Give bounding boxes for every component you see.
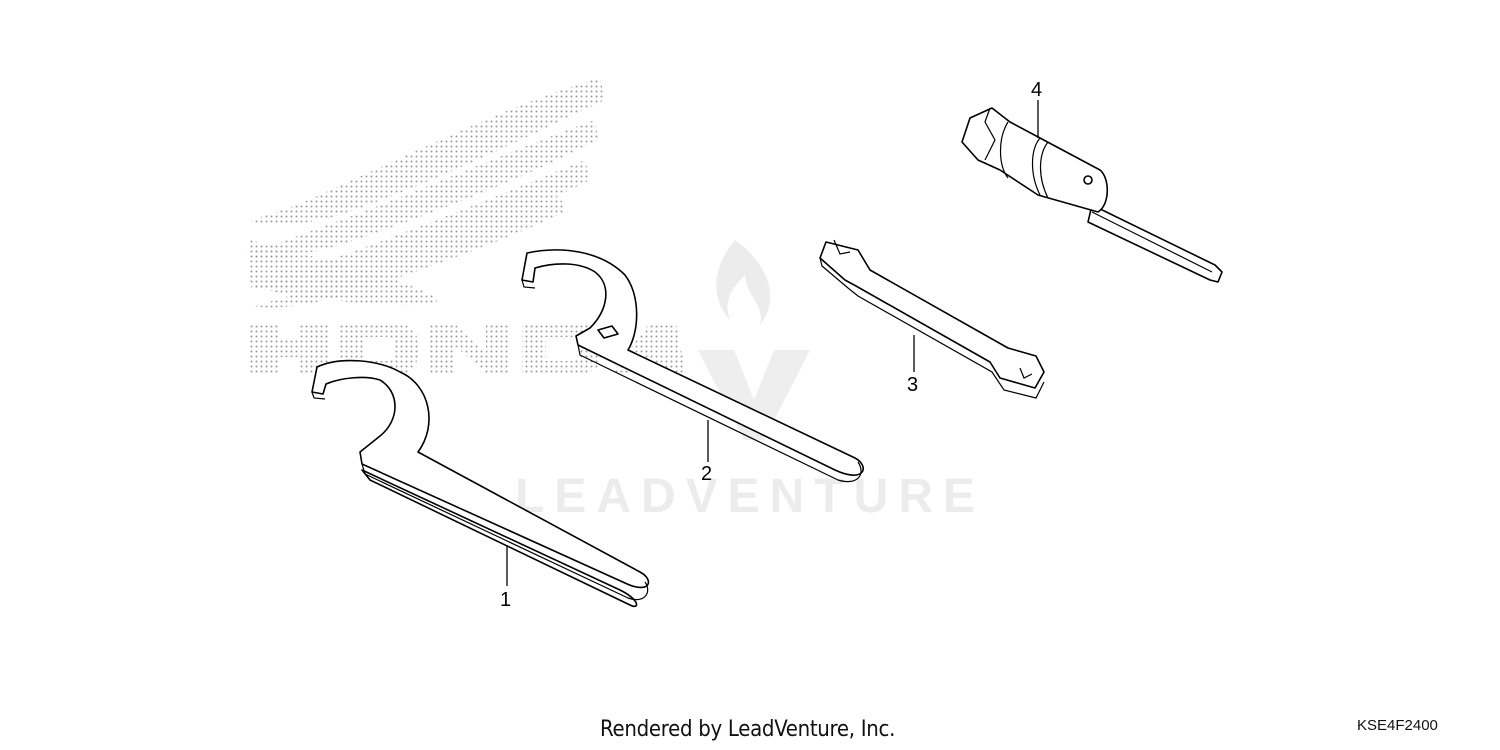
callout-label-part-3: 3 xyxy=(907,374,919,396)
socket-wrench-part-4 xyxy=(961,107,1223,283)
callout-label-part-4: 4 xyxy=(1031,79,1043,101)
spanner-wrench-part-2 xyxy=(521,249,864,483)
callout-label-part-1: 1 xyxy=(500,589,512,611)
flat-wrench-part-3 xyxy=(819,239,1045,399)
diagram-code-label: KSE4F2400 xyxy=(1357,717,1438,734)
honda-wing-logo-watermark xyxy=(245,78,605,308)
leadventure-watermark-text: LEADVENTURE xyxy=(515,470,985,523)
leadventure-watermark-emblem xyxy=(698,240,810,440)
callout-label-part-2: 2 xyxy=(701,463,713,485)
callout-leader-lines xyxy=(506,100,1039,586)
footer-credit-text: Rendered by LeadVenture, Inc. xyxy=(600,717,896,742)
spanner-wrench-part-1 xyxy=(311,359,650,608)
